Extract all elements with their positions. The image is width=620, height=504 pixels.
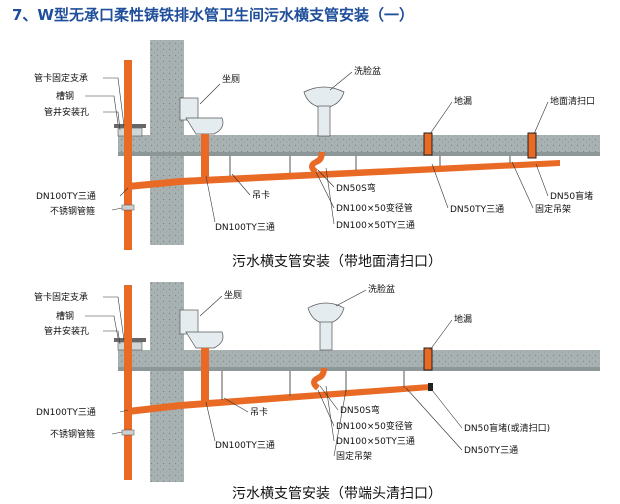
- label-tee-main: DN100TY三通: [36, 191, 96, 202]
- label-channel: 槽钢: [56, 90, 74, 102]
- vertical-stack-pipe: [124, 285, 132, 480]
- s-bend-pipe: [311, 367, 327, 391]
- basin-icon: [303, 86, 345, 137]
- diagram-1: 管卡固定支承 槽钢 管井安装孔 DN100TY三通 不锈钢管箍 坐厕 吊卡 DN…: [34, 40, 600, 250]
- slab-edge: [118, 152, 600, 156]
- shaft-wall: [150, 282, 184, 482]
- label-toilet: 坐厕: [222, 74, 240, 85]
- pipe-sleeve: [121, 204, 135, 211]
- leader-lines: [85, 289, 463, 457]
- label-fixed-hanger: 固定吊架: [336, 450, 372, 462]
- floor-slab: [118, 350, 600, 367]
- label-tee-main: DN100TY三通: [36, 407, 96, 418]
- label-reducer: DN100×50变径管: [336, 420, 413, 432]
- label-tee-50: DN50TY三通: [450, 204, 504, 215]
- label-shaft-hole: 管井安装孔: [44, 106, 89, 118]
- toilet-drain-pipe: [201, 134, 209, 178]
- end-plug: [428, 383, 433, 391]
- label-s-bend: DN50S弯: [336, 182, 376, 194]
- label-hanger: 吊卡: [250, 406, 268, 418]
- label-tee-50: DN50TY三通: [464, 445, 518, 456]
- horizontal-branch-pipe: [128, 384, 430, 415]
- label-tee-lower: DN100TY三通: [215, 440, 275, 451]
- toilet-drain-pipe: [201, 348, 209, 402]
- pipe-hangers: [221, 371, 405, 400]
- toilet-icon: [179, 97, 224, 135]
- label-sleeve: 不锈钢管箍: [50, 428, 95, 440]
- label-shaft-hole: 管井安装孔: [44, 325, 89, 337]
- label-reducer: DN100×50变径管: [336, 202, 413, 214]
- label-floor-drain: 地漏: [454, 95, 472, 107]
- diagram-1-caption: 污水横支管安装（带地面清扫口）: [232, 254, 442, 270]
- horizontal-branch-pipe: [128, 160, 560, 190]
- basin-icon: [307, 302, 345, 351]
- label-fixed-hanger: 固定吊架: [535, 203, 571, 215]
- vertical-stack-pipe: [124, 60, 132, 250]
- label-blind-plug: DN50盲堵(或清扫口): [464, 422, 550, 434]
- s-bend-pipe: [309, 151, 325, 175]
- label-s-bend: DN50S弯: [340, 404, 380, 416]
- label-channel: 槽钢: [56, 310, 74, 322]
- label-tee-100-50: DN100×50TY三通: [336, 220, 415, 231]
- floor-drain: [423, 132, 433, 156]
- label-floor-drain: 地漏: [454, 313, 472, 325]
- label-hanger: 吊卡: [252, 189, 270, 201]
- label-blind-plug: DN50盲堵: [550, 190, 593, 202]
- diagram-2: 管卡固定支承 槽钢 管井安装孔 DN100TY三通 不锈钢管箍 坐厕 吊卡 DN…: [34, 282, 600, 482]
- label-sleeve: 不锈钢管箍: [50, 205, 95, 217]
- label-tee-100-50: DN100×50TY三通: [336, 436, 415, 447]
- label-toilet: 坐厕: [224, 290, 242, 301]
- label-cleanout: 地面清扫口: [550, 95, 595, 107]
- label-bracket: 管卡固定支承: [34, 291, 88, 303]
- pipe-sleeve: [121, 429, 135, 436]
- pipe-hangers: [229, 156, 511, 176]
- label-bracket: 管卡固定支承: [34, 72, 88, 84]
- leader-lines: [85, 71, 549, 225]
- slab-edge: [118, 367, 600, 371]
- toilet-icon: [179, 309, 224, 349]
- diagram-2-caption: 污水横支管安装（带端头清扫口）: [232, 486, 442, 502]
- floor-cleanout: [527, 132, 537, 159]
- floor-slab: [118, 135, 600, 152]
- label-basin: 洗脸盆: [354, 65, 381, 77]
- label-tee-lower: DN100TY三通: [215, 222, 275, 233]
- page-title: 7、W型无承口柔性铸铁排水管卫生间污水横支管安装（一）: [12, 6, 414, 24]
- floor-drain: [423, 347, 433, 371]
- label-basin: 洗脸盆: [368, 283, 395, 295]
